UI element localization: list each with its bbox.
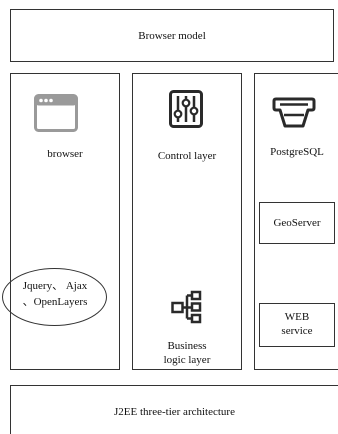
postgresql-label: PostgreSQL: [270, 146, 324, 158]
geoserver-box: GeoServer: [259, 202, 335, 244]
tech-oval-line1: Jquery、 Ajax: [22, 280, 88, 292]
browser-model-title: Browser model: [138, 30, 206, 42]
web-service-line2: service: [281, 325, 313, 337]
j2ee-title: J2EE three-tier architecture: [114, 406, 235, 418]
browser-window-icon: [34, 94, 78, 132]
business-logic-line1: Business: [167, 340, 207, 352]
business-logic-line2: logic layer: [163, 354, 211, 366]
data-column: PostgreSQL GeoServer WEB service: [254, 73, 338, 370]
control-layer-label: Control layer: [157, 150, 217, 162]
sliders-icon: [169, 90, 203, 128]
j2ee-banner: J2EE three-tier architecture: [10, 385, 338, 434]
browser-column: browser Jquery、 Ajax 、OpenLayers: [2, 73, 120, 370]
geoserver-label: GeoServer: [273, 217, 321, 229]
hierarchy-icon: [171, 290, 203, 324]
control-column: Control layer Business logic layer: [132, 73, 242, 370]
database-tray-icon: [272, 96, 316, 132]
web-service-box: WEB service: [259, 303, 335, 347]
browser-model-banner: Browser model: [10, 9, 334, 62]
tech-oval: [2, 268, 107, 326]
tech-oval-line2: 、OpenLayers: [22, 296, 88, 308]
web-service-line1: WEB: [284, 311, 310, 323]
browser-label: browser: [47, 148, 83, 160]
